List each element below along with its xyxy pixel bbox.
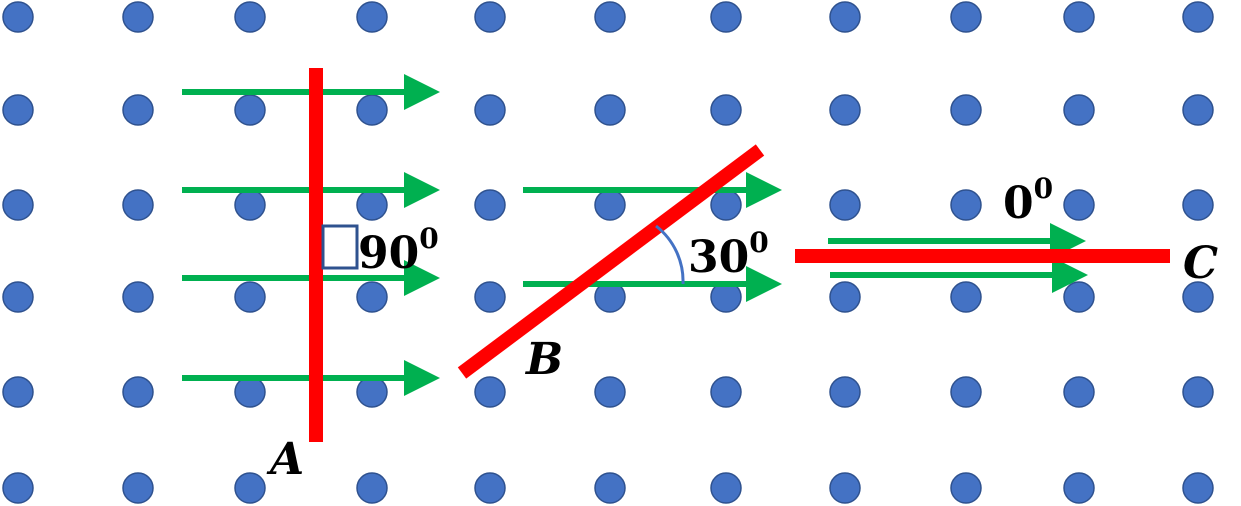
field-dot bbox=[710, 94, 742, 126]
field-dot bbox=[474, 189, 506, 221]
field-dot bbox=[594, 189, 626, 221]
field-dots bbox=[2, 1, 1214, 504]
field-dot bbox=[356, 281, 388, 313]
field-dot bbox=[950, 281, 982, 313]
field-dot bbox=[356, 472, 388, 504]
conductor-line-b bbox=[457, 144, 765, 379]
field-dot bbox=[2, 189, 34, 221]
field-dot bbox=[594, 472, 626, 504]
field-dot bbox=[356, 1, 388, 33]
field-dot bbox=[122, 376, 154, 408]
label-a: A bbox=[266, 434, 304, 485]
field-dot bbox=[474, 472, 506, 504]
field-dot bbox=[2, 1, 34, 33]
field-dot bbox=[829, 281, 861, 313]
field-dot bbox=[234, 1, 266, 33]
angle-label-b: 300 bbox=[688, 226, 769, 283]
field-dot bbox=[950, 472, 982, 504]
field-dot bbox=[710, 189, 742, 221]
field-dot bbox=[710, 1, 742, 33]
line-c-group: 00 C bbox=[795, 172, 1218, 293]
field-dot bbox=[234, 472, 266, 504]
field-dot bbox=[829, 376, 861, 408]
field-dot bbox=[122, 281, 154, 313]
field-dot bbox=[474, 1, 506, 33]
label-c: C bbox=[1183, 238, 1218, 289]
field-dot bbox=[710, 472, 742, 504]
line-a-group: 900 A bbox=[182, 68, 440, 485]
field-dot bbox=[594, 1, 626, 33]
field-dot bbox=[950, 376, 982, 408]
field-dot bbox=[234, 376, 266, 408]
field-dot bbox=[829, 189, 861, 221]
label-b: B bbox=[524, 334, 563, 385]
field-dot bbox=[474, 94, 506, 126]
field-dot bbox=[234, 189, 266, 221]
field-dot bbox=[122, 189, 154, 221]
field-dot bbox=[122, 1, 154, 33]
field-dot bbox=[122, 472, 154, 504]
field-dot bbox=[594, 94, 626, 126]
field-dot bbox=[1063, 94, 1095, 126]
field-dot bbox=[950, 1, 982, 33]
field-dot bbox=[1063, 376, 1095, 408]
field-dot bbox=[474, 281, 506, 313]
angle-label-a: 900 bbox=[358, 222, 439, 279]
field-dot bbox=[1063, 472, 1095, 504]
field-dot bbox=[1063, 189, 1095, 221]
field-dot bbox=[474, 376, 506, 408]
field-dot bbox=[2, 472, 34, 504]
field-dot bbox=[1182, 94, 1214, 126]
field-dot bbox=[234, 94, 266, 126]
field-dot bbox=[829, 1, 861, 33]
field-dot bbox=[1063, 281, 1095, 313]
field-dot bbox=[594, 376, 626, 408]
field-dot bbox=[1063, 1, 1095, 33]
field-dot bbox=[234, 281, 266, 313]
field-dot bbox=[1182, 281, 1214, 313]
field-dot bbox=[950, 189, 982, 221]
field-dot bbox=[356, 94, 388, 126]
field-dot bbox=[829, 94, 861, 126]
line-b-group: 300 B bbox=[457, 144, 782, 385]
field-dot bbox=[1182, 472, 1214, 504]
field-dot bbox=[122, 94, 154, 126]
field-dot bbox=[356, 376, 388, 408]
field-dot bbox=[2, 281, 34, 313]
field-dot bbox=[2, 94, 34, 126]
field-dot bbox=[2, 376, 34, 408]
field-dot bbox=[356, 189, 388, 221]
field-dot bbox=[829, 472, 861, 504]
field-dot bbox=[710, 376, 742, 408]
field-dot bbox=[950, 94, 982, 126]
field-dot bbox=[1182, 189, 1214, 221]
angle-arc bbox=[655, 224, 685, 285]
angle-label-c: 00 bbox=[1003, 172, 1053, 229]
field-dot bbox=[1182, 376, 1214, 408]
field-dot bbox=[1182, 1, 1214, 33]
right-angle-mark bbox=[321, 224, 359, 270]
